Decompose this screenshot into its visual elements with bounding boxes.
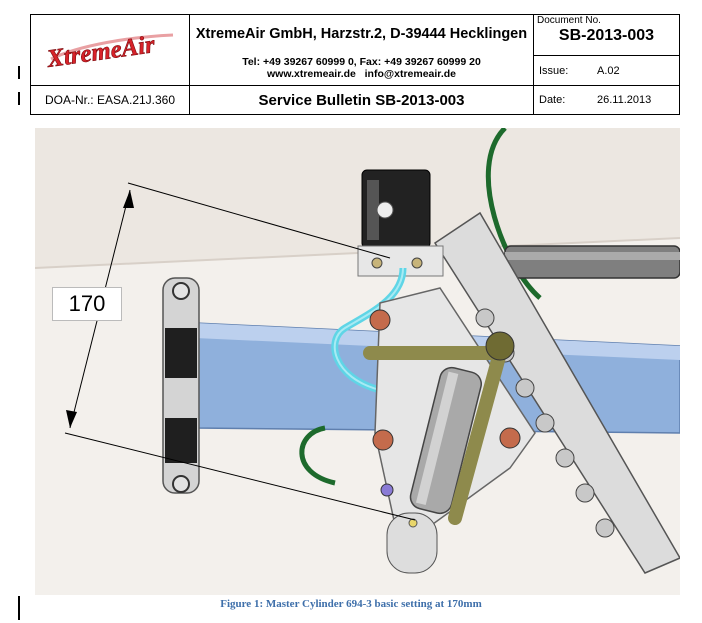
document-header: XtremeAir XtremeAir GmbH, Harzstr.2, D-3… xyxy=(30,14,680,115)
document-number-label: Document No. xyxy=(537,15,601,26)
figure-caption: Figure 1: Master Cylinder 694-3 basic se… xyxy=(220,598,482,610)
company-contact: Tel: +49 39267 60999 0, Fax: +49 39267 6… xyxy=(190,56,533,80)
xtremeair-logo: XtremeAir xyxy=(44,30,174,73)
green-hose xyxy=(299,425,336,486)
pushrod-cylinder xyxy=(504,245,680,279)
doa-number: DOA-Nr.: EASA.21J.360 xyxy=(30,85,190,115)
change-bar xyxy=(18,596,20,620)
pedal-foot xyxy=(386,512,438,574)
tube-clamp xyxy=(162,277,200,494)
change-bar xyxy=(18,66,20,79)
change-bar xyxy=(18,92,20,105)
upper-shading xyxy=(35,128,680,268)
master-cylinder-figure xyxy=(35,128,680,595)
logo-cell: XtremeAir xyxy=(30,14,190,86)
document-number-box: Document No. SB-2013-003 xyxy=(534,15,679,56)
logo-swoosh xyxy=(50,33,174,60)
bulletin-title: Service Bulletin SB-2013-003 xyxy=(189,85,534,115)
date-label: Date: xyxy=(539,94,566,106)
document-number-cell: Document No. SB-2013-003 Issue: A.02 xyxy=(533,14,680,86)
logo-text: XtremeAir xyxy=(44,31,156,73)
issue-label: Issue: xyxy=(539,64,569,77)
date-value: 26.11.2013 xyxy=(597,94,652,106)
company-name: XtremeAir GmbH, Harzstr.2, D-39444 Heckl… xyxy=(195,26,528,42)
document-number: SB-2013-003 xyxy=(558,27,655,44)
hydraulic-line-highlight xyxy=(333,267,416,397)
contact-phone-fax: Tel: +49 39267 60999 0, Fax: +49 39267 6… xyxy=(242,56,481,68)
date-row: Date: 26.11.2013 xyxy=(534,94,679,106)
issue-value: A.02 xyxy=(597,64,620,77)
green-hose xyxy=(485,128,542,300)
rudder-pedal xyxy=(433,211,680,574)
company-cell: XtremeAir GmbH, Harzstr.2, D-39444 Heckl… xyxy=(189,14,534,86)
dimension-label: 170 xyxy=(52,287,122,321)
master-cylinder xyxy=(409,366,482,515)
contact-web-email: www.xtremeair.de info@xtremeair.de xyxy=(266,68,456,80)
rod-highlight xyxy=(505,252,680,260)
issue-row: Issue: A.02 xyxy=(534,56,679,85)
olive-linkage xyxy=(363,331,515,525)
reservoir xyxy=(357,169,444,277)
date-cell: Date: 26.11.2013 xyxy=(533,85,680,115)
clevis-pin xyxy=(408,518,418,528)
